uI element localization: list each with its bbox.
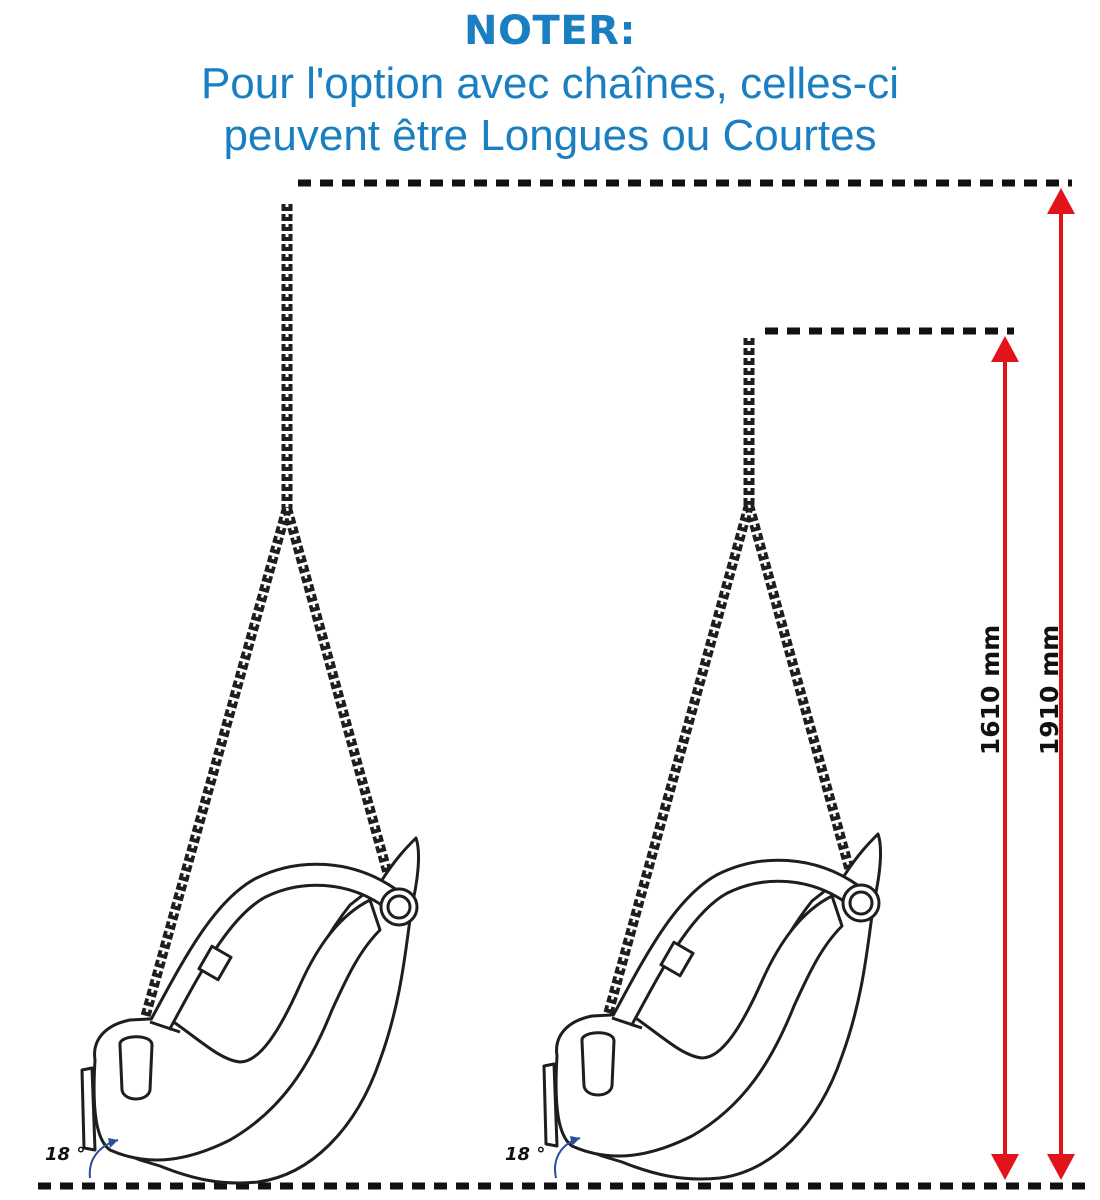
note-line-1: Pour l'option avec chaînes, celles-ci — [200, 59, 900, 108]
chain-icon — [140, 204, 398, 1020]
tilt-angle-long: 18 ° — [45, 1138, 119, 1179]
swing-short: 18 ° — [505, 338, 883, 1181]
note-title: NOTER: — [464, 8, 636, 54]
note-line-2: peuvent être Longues ou Courtes — [223, 111, 877, 160]
tilt-angle-short: 18 ° — [505, 1136, 581, 1179]
dimension-label-1610: 1610 mm — [976, 625, 1005, 755]
swing-seat-icon — [80, 836, 421, 1185]
note-header: NOTER: Pour l'option avec chaînes, celle… — [0, 0, 1100, 162]
dimension-label-1910: 1910 mm — [1035, 625, 1064, 755]
dimension-arrow-1910 — [1047, 188, 1075, 1180]
chain-icon — [602, 338, 861, 1020]
tilt-angle-label-short: 18 ° — [505, 1144, 545, 1165]
swing-seat-icon — [542, 832, 883, 1181]
dimension-arrow-1610 — [991, 336, 1019, 1180]
swing-long: 18 ° — [45, 204, 421, 1185]
tilt-angle-label-long: 18 ° — [45, 1144, 85, 1165]
